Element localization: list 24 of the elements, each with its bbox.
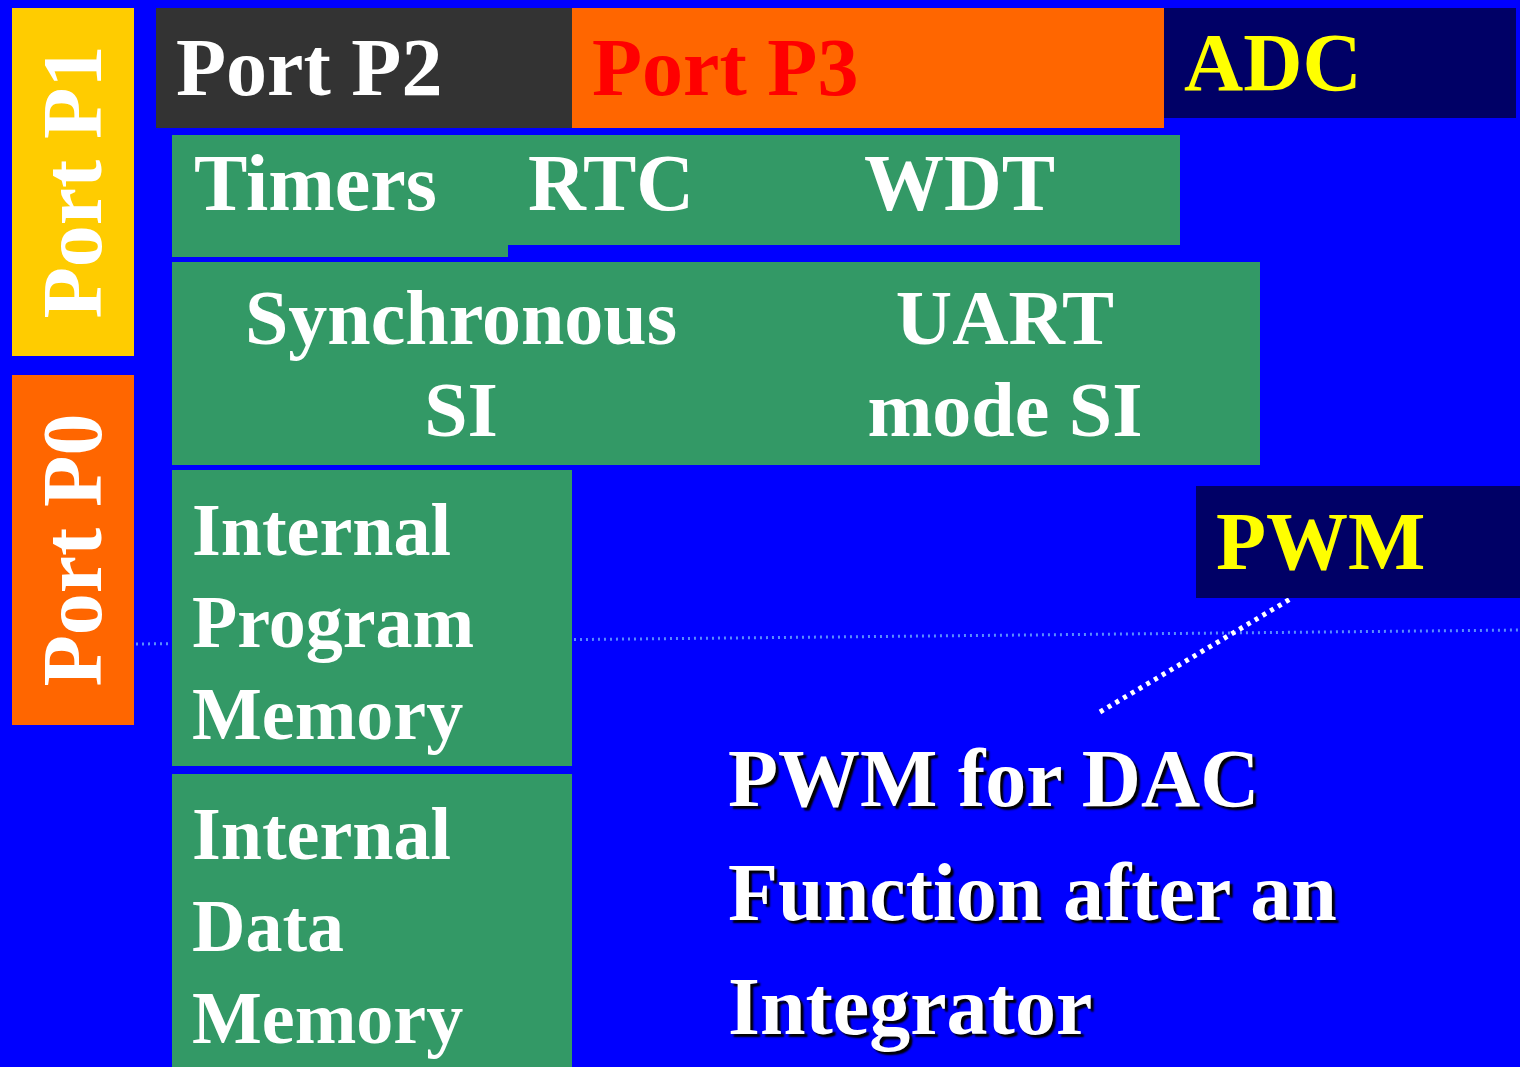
note-text: PWM for DAC Function after an Integrator — [728, 732, 1338, 1054]
module-block — [1196, 486, 1520, 598]
memory-label: Internal Program Memory — [192, 488, 476, 757]
module-label: Timers — [194, 143, 437, 223]
block-label: Port P3 — [592, 27, 859, 109]
port-block — [12, 8, 134, 356]
module-label: RTC — [528, 143, 695, 223]
module-label: Synchronous SI — [244, 272, 678, 455]
block-label: ADC — [1184, 22, 1362, 104]
memory-label: Internal Data Memory — [192, 792, 465, 1061]
block-label: PWM — [1216, 501, 1426, 583]
port-block — [12, 375, 134, 725]
port-block — [572, 8, 1164, 128]
port-label: Port P0 — [31, 413, 115, 687]
module-label: UART mode SI — [866, 272, 1144, 455]
block-label: Port P2 — [176, 27, 443, 109]
port-block — [156, 8, 572, 128]
memory-block — [172, 774, 572, 1067]
module-block — [1164, 8, 1516, 118]
module-block — [172, 135, 1180, 257]
module-block — [172, 262, 1260, 465]
memory-block — [172, 470, 572, 766]
module-label: WDT — [864, 143, 1056, 223]
port-label: Port P1 — [31, 45, 115, 319]
